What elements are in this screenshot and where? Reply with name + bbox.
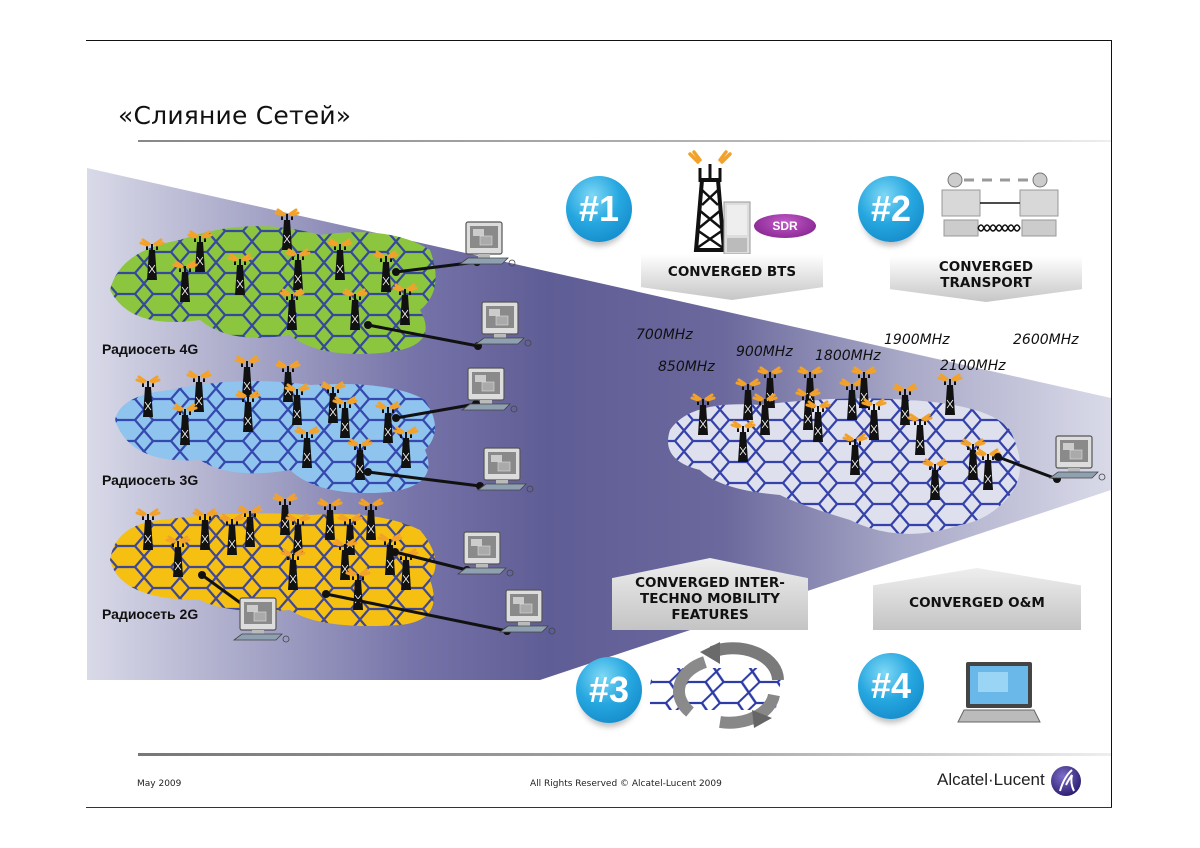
feature-label-line: CONVERGED INTER-: [635, 575, 785, 591]
network-2g-map: [110, 493, 556, 643]
laptop-icon: [957, 662, 1041, 723]
frequency-label: 2100MHz: [940, 358, 1006, 374]
feature-label-line: CONVERGED: [938, 259, 1034, 275]
sdr-badge: SDR: [754, 214, 816, 238]
feature-badge-3: #3: [576, 657, 642, 723]
feature-badge-4: #4: [858, 653, 924, 719]
slide-title: «Слияние Сетей»: [118, 101, 352, 130]
network-3g-map: [115, 355, 534, 494]
transport-link-icon: [941, 172, 1059, 237]
footer-divider: [138, 753, 1111, 756]
network-label-2g: Радиосеть 2G: [102, 606, 199, 622]
frequency-label: 900MHz: [736, 344, 793, 360]
converged-network-map: [668, 366, 1106, 534]
footer-copyright: All Rights Reserved © Alcatel-Lucent 200…: [530, 779, 722, 789]
frequency-label: 700MHz: [636, 327, 693, 343]
feature-label-line: TRANSPORT: [940, 275, 1032, 291]
cabinet-icon: [723, 201, 751, 255]
frequency-label: 1800MHz: [815, 348, 881, 364]
feature-label-line: TECHNO MOBILITY: [640, 591, 780, 607]
title-divider: [138, 140, 1111, 142]
network-4g-map: [110, 208, 532, 354]
feature-badge-2: #2: [858, 176, 924, 242]
frequency-label: 1900MHz: [884, 332, 950, 348]
footer-date: May 2009: [137, 779, 182, 789]
slide-frame-bottom: [86, 807, 1112, 808]
network-label-3g: Радиосеть 3G: [102, 472, 199, 488]
slide-frame-right: [1111, 40, 1112, 807]
mobility-cycle-icon: [650, 642, 784, 729]
slide-frame-top: [86, 40, 1112, 41]
feature-label-text: CONVERGED BTS: [667, 264, 797, 280]
frequency-label: 850MHz: [658, 359, 715, 375]
footer-brand-name: Alcatel·Lucent: [937, 770, 1045, 789]
alcatel-lucent-logo-icon: [1051, 766, 1081, 796]
frequency-label: 2600MHz: [1013, 332, 1079, 348]
network-label-4g: Радиосеть 4G: [102, 341, 199, 357]
feature-label-line: FEATURES: [671, 607, 749, 623]
feature-badge-1: #1: [566, 176, 632, 242]
feature-label-text: CONVERGED O&M: [909, 595, 1045, 611]
